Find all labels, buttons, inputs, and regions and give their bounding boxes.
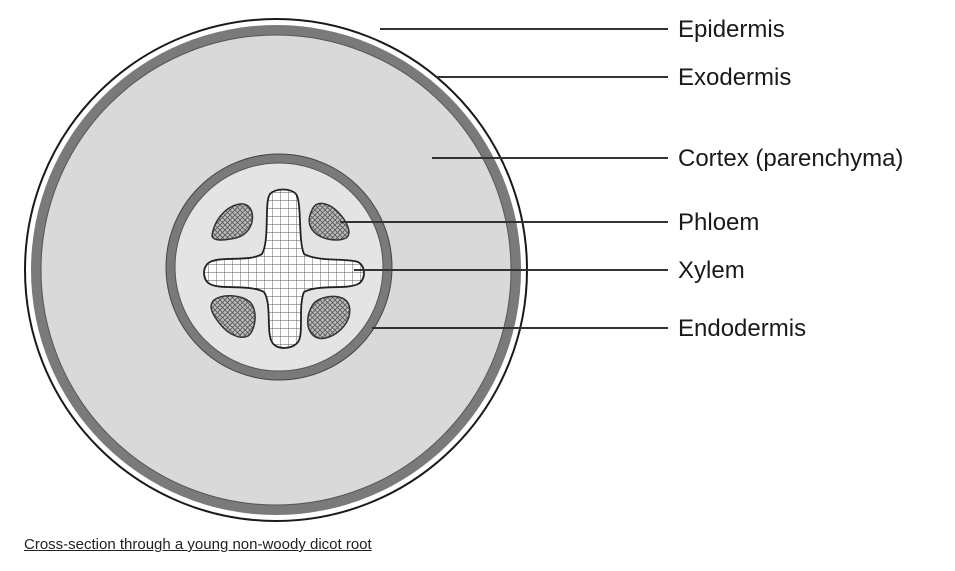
label-endodermis: Endodermis <box>678 317 806 341</box>
label-exodermis: Exodermis <box>678 66 791 90</box>
figure-caption: Cross-section through a young non-woody … <box>24 536 372 553</box>
label-phloem: Phloem <box>678 211 759 235</box>
label-xylem: Xylem <box>678 259 745 283</box>
label-cortex: Cortex (parenchyma) <box>678 147 903 171</box>
label-epidermis: Epidermis <box>678 18 785 42</box>
